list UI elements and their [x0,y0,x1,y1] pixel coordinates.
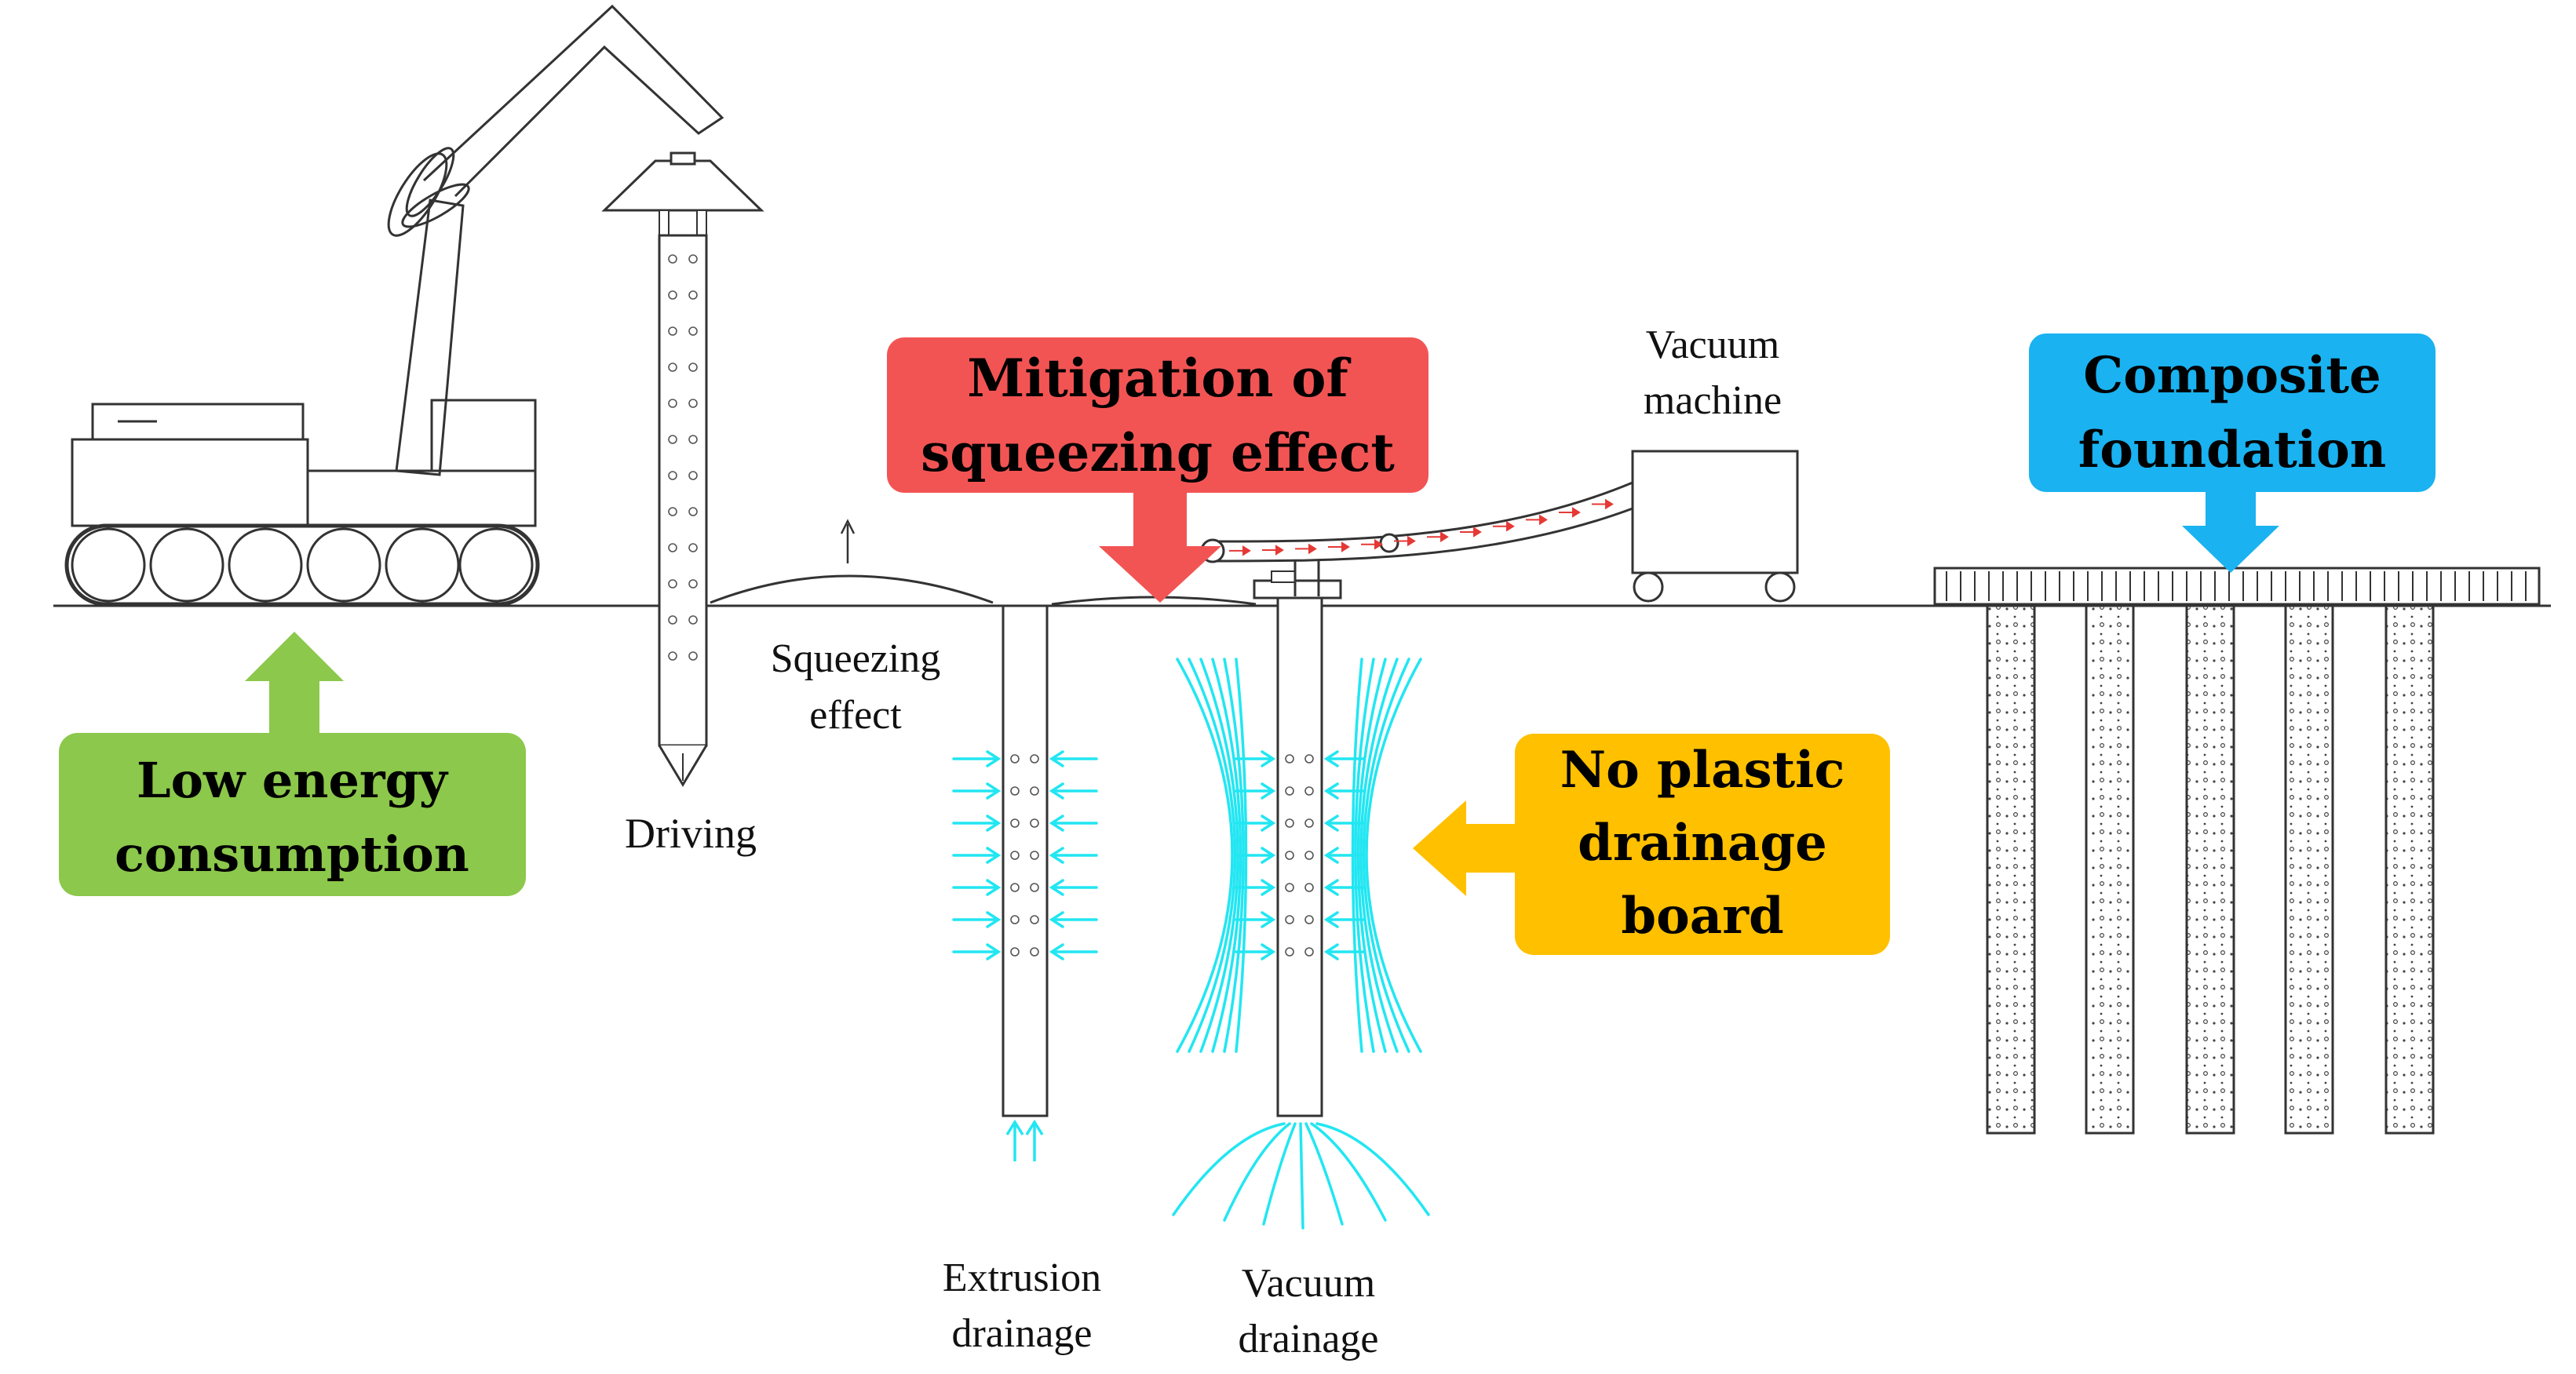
driving-pile [601,151,764,787]
vacuum-machine-label-line1: Vacuum [1646,323,1779,367]
composite-box [2029,333,2436,492]
low-energy-arrow-head [245,632,344,681]
mitigation-line2: squeezing effect [921,422,1395,483]
no-plastic-arrow-head [1413,800,1466,896]
low-energy-box [59,733,526,896]
low-energy-callout: Low energy consumption [59,632,526,896]
no-plastic-callout: No plastic drainage board [1413,734,1890,955]
composite-line1: Composite [2083,346,2381,405]
composite-arrow-shaft [2206,492,2256,530]
mitigation-arrow-head [1099,546,1221,603]
squeezing-label-line1: Squeezing [771,636,941,681]
no-plastic-box [1515,734,1890,955]
low-energy-arrow-shaft [269,676,319,733]
vacuum-drainage-pile [1172,570,1430,1230]
squeezing-label-line2: effect [809,693,902,738]
composite-callout: Composite foundation [2029,333,2436,573]
mitigation-line1: Mitigation of [967,348,1351,409]
driving-label: Driving [625,810,757,857]
vacuum-drainage-label-line2: drainage [1238,1317,1378,1361]
composite-line2: foundation [2078,421,2387,479]
mitigation-box [887,337,1428,493]
vacuum-machine [1200,450,1799,603]
vacuum-machine-label-line2: machine [1644,378,1782,423]
mitigation-arrow-shaft [1133,493,1187,549]
mitigation-callout: Mitigation of squeezing effect [887,337,1428,603]
no-plastic-arrow-shaft [1461,824,1516,873]
no-plastic-line3: board [1621,887,1783,946]
low-energy-line1: Low energy [137,752,449,809]
extrusion-drainage-pile [952,604,1098,1161]
squeezing-bump [710,519,1257,606]
no-plastic-line2: drainage [1578,814,1827,873]
composite-foundation [1933,567,2541,1135]
composite-arrow-head [2182,526,2279,573]
no-plastic-line1: No plastic [1560,741,1845,800]
excavator [64,4,724,607]
vacuum-drainage-label-line1: Vacuum [1242,1261,1375,1306]
extrusion-label-line2: drainage [951,1311,1092,1356]
extrusion-label-line1: Extrusion [943,1256,1101,1300]
low-energy-line2: consumption [115,825,469,883]
